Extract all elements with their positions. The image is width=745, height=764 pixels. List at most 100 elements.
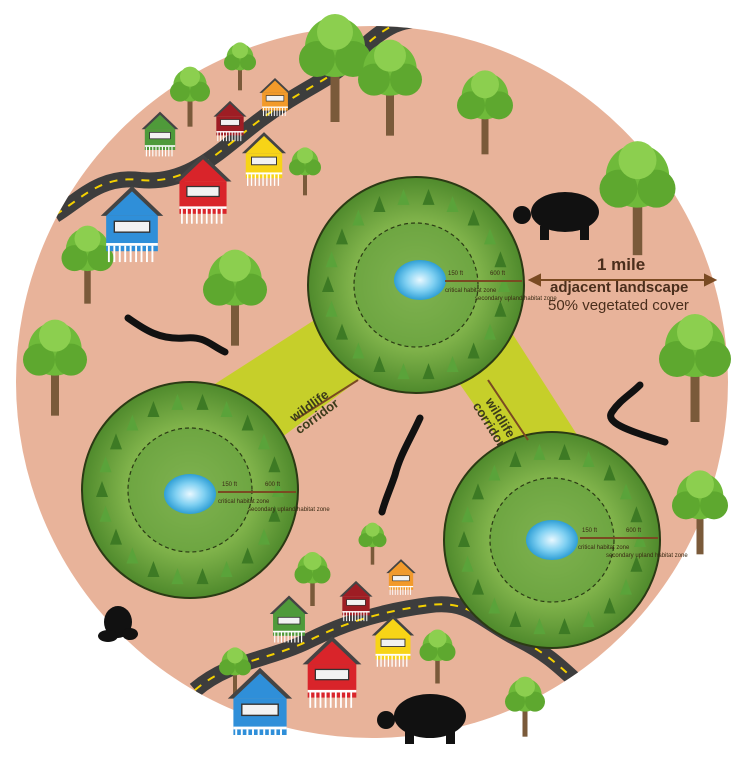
salamander-icon: [124, 314, 229, 356]
road-bottom: [189, 596, 605, 707]
inner-zone-label: critical habitat zone: [218, 499, 270, 505]
conifer-icon: [397, 188, 410, 205]
inner-distance-label: 150 ft: [222, 482, 237, 488]
conifer-icon: [325, 251, 338, 268]
conifer-icon: [630, 506, 643, 523]
conifer-icon: [630, 555, 643, 572]
vegetated-cover-label: 50% vegetated cover: [548, 297, 689, 314]
conifer-icon: [422, 188, 435, 205]
conifer-icon: [558, 443, 571, 460]
pond-icon: [164, 474, 216, 514]
conifer-icon: [126, 414, 139, 431]
frog-icon: [98, 606, 138, 642]
conifer-icon: [484, 323, 497, 340]
conifer-icon: [126, 547, 139, 564]
zone-labels-top: 150 ft critical habitat zone 600 ft seco…: [445, 271, 557, 302]
conifer-icon: [373, 195, 386, 212]
conifer-icon: [467, 209, 480, 226]
conifer-icon: [96, 481, 108, 497]
outer-zone-label: secondary upland habitat zone: [475, 296, 557, 302]
inner-distance-label: 150 ft: [448, 271, 463, 277]
conifer-icon: [196, 568, 209, 585]
habitat-radius-arrows: [218, 273, 718, 539]
conifer-icon: [488, 464, 501, 481]
conifer-icon: [603, 597, 616, 614]
conifer-icon: [582, 450, 595, 467]
inner-zone-label: critical habitat zone: [445, 288, 497, 294]
conifer-icon: [467, 342, 480, 359]
conifer-icon: [461, 555, 474, 572]
conifer-icon: [258, 528, 271, 545]
conifer-icon: [603, 464, 616, 481]
conifer-icon: [241, 414, 254, 431]
conifer-icon: [268, 456, 281, 473]
conifer-icon: [325, 300, 338, 317]
zone-labels-left: 150 ft critical habitat zone 600 ft seco…: [218, 482, 330, 513]
conifer-icon: [171, 393, 184, 410]
tortoise-icon: [513, 192, 599, 240]
conifer-icon: [99, 456, 112, 473]
habitat-trees: [96, 188, 646, 635]
conifer-icon: [335, 228, 348, 245]
road-top: [50, 26, 432, 222]
conifer-icon: [471, 578, 484, 595]
conifer-icon: [268, 505, 281, 522]
conifer-icon: [352, 342, 365, 359]
zone-labels-right: 150 ft critical habitat zone 600 ft seco…: [578, 528, 688, 559]
habitat-zone-left: [81, 381, 299, 599]
conifer-icon: [471, 483, 484, 500]
conifer-icon: [196, 393, 209, 410]
conifer-icon: [458, 531, 470, 547]
inner-distance-label: 150 ft: [582, 528, 597, 534]
conifer-icon: [147, 561, 160, 578]
conifer-icon: [620, 578, 633, 595]
salamander-icon: [378, 414, 424, 516]
conifer-icon: [446, 195, 459, 212]
pond-icon: [526, 520, 578, 560]
conifer-icon: [509, 450, 522, 467]
conifer-icon: [620, 483, 633, 500]
outer-zone-label: secondary upland habitat zone: [606, 553, 688, 559]
conifer-icon: [171, 568, 184, 585]
adjacent-landscape-label: adjacent landscape: [550, 279, 689, 296]
conifer-icon: [533, 443, 546, 460]
conifer-icon: [322, 276, 334, 292]
conifer-icon: [220, 400, 233, 417]
conifer-icon: [494, 251, 507, 268]
conifer-icon: [258, 433, 271, 450]
conifer-icon: [558, 618, 571, 635]
conifer-icon: [488, 597, 501, 614]
pond-icon: [394, 260, 446, 300]
outer-distance-label: 600 ft: [490, 271, 505, 277]
conifer-icon: [422, 363, 435, 380]
habitat-zone-top: [307, 176, 525, 394]
conifer-icon: [494, 300, 507, 317]
salamander-icon: [607, 381, 669, 446]
conifer-icon: [147, 400, 160, 417]
conifer-icon: [446, 356, 459, 373]
conifer-icon: [99, 505, 112, 522]
conifer-icon: [241, 547, 254, 564]
conifer-icon: [461, 506, 474, 523]
inner-zone-label: critical habitat zone: [578, 545, 630, 551]
conifer-icon: [509, 611, 522, 628]
tortoise-icon: [377, 694, 466, 744]
conifer-icon: [109, 528, 122, 545]
conifer-icon: [582, 611, 595, 628]
conifer-icon: [109, 433, 122, 450]
distance-label: 1 mile: [597, 255, 646, 274]
conifer-icon: [352, 209, 365, 226]
habitat-zone-right: [443, 431, 661, 649]
conifer-icon: [220, 561, 233, 578]
outer-zone-label: secondary upland habitat zone: [248, 507, 330, 513]
conifer-icon: [335, 323, 348, 340]
conifer-icon: [498, 276, 510, 292]
conifer-icon: [533, 618, 546, 635]
conifer-icon: [484, 228, 497, 245]
conifer-icon: [373, 356, 386, 373]
outer-distance-label: 600 ft: [626, 528, 641, 534]
conifer-icon: [397, 363, 410, 380]
outer-distance-label: 600 ft: [265, 482, 280, 488]
